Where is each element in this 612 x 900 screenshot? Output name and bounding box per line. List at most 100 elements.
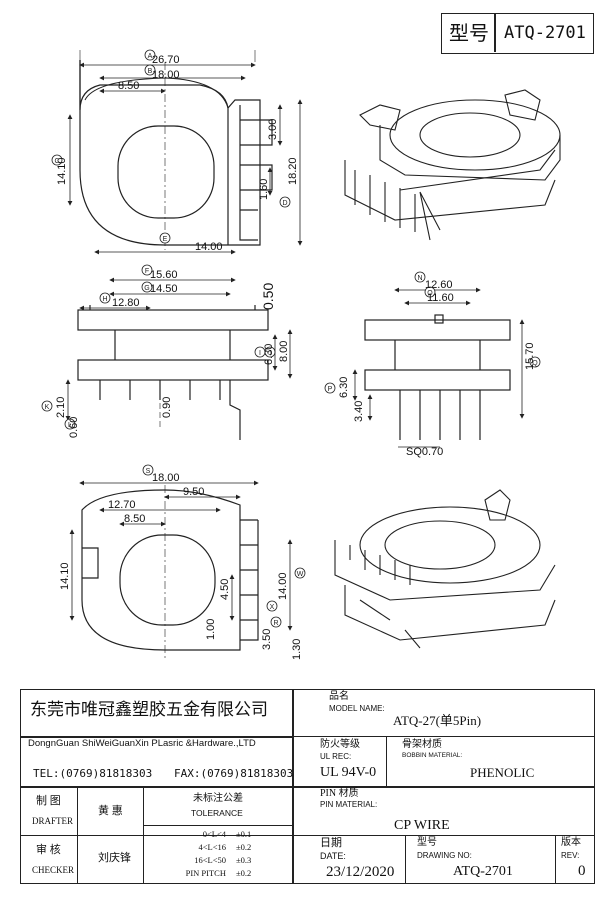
dim-b85-top: 8.50 — [118, 80, 139, 92]
company-fax: FAX:(0769)81818303 — [174, 767, 294, 780]
company-name-cn: 东莞市唯冠鑫塑胶五金有限公司 — [30, 700, 268, 719]
svg-text:L: L — [68, 422, 72, 429]
iso-view-bottom — [334, 489, 556, 649]
bottom-view — [69, 480, 293, 660]
tolerance-range: 0<L<4 — [202, 829, 226, 839]
pin-material-label-cn: PIN 材质 — [320, 788, 359, 799]
dim-d300: 3.00 — [267, 119, 279, 140]
dim-B: 18.00 — [152, 69, 180, 81]
dim-d340: 3.40 — [353, 401, 365, 422]
dim-A: 26.70 — [152, 54, 180, 66]
dim-d160: 1.60 — [258, 179, 270, 200]
svg-text:C: C — [54, 158, 59, 165]
fire-rating-label-en: UL REC: — [320, 752, 352, 761]
bobbin-material-value: PHENOLIC — [470, 765, 535, 780]
date-value: 23/12/2020 — [326, 864, 395, 880]
iso-view-top — [344, 89, 561, 241]
dim-H: 12.80 — [112, 297, 140, 309]
dim-C: 14.10 — [56, 157, 68, 185]
svg-text:J: J — [268, 350, 272, 357]
svg-text:F: F — [145, 268, 149, 275]
checker-label-en: CHECKER — [32, 865, 75, 875]
dim-d350: 3.50 — [261, 629, 273, 650]
bobbin-material-label-cn: 骨架材质 — [402, 739, 442, 750]
rev-label-en: REV: — [561, 851, 580, 860]
pin-material-label-en: PIN MATERIAL: — [320, 800, 378, 809]
dim-V: 14.10 — [59, 562, 71, 590]
company-name-en: DongnGuan ShiWeiGuanXin PLasric &Hardwar… — [28, 738, 256, 749]
drawing-no-value: ATQ-2701 — [453, 864, 513, 879]
svg-text:R: R — [273, 620, 278, 627]
model-name-label-cn: 品名 — [329, 691, 349, 702]
title-block: 东莞市唯冠鑫塑胶五金有限公司 DongnGuan ShiWeiGuanXin P… — [20, 689, 595, 884]
dim-M: 0.90 — [161, 397, 173, 418]
dim-S: 18.00 — [152, 472, 180, 484]
checker-name: 刘庆锋 — [98, 852, 131, 864]
tolerance-range: PIN PITCH — [185, 868, 226, 878]
dim-T: 12.70 — [108, 499, 136, 511]
tolerance-range: 16<L<50 — [194, 855, 226, 865]
svg-text:G: G — [144, 285, 149, 292]
date-label-cn: 日期 — [320, 837, 342, 849]
dim-d130: 1.30 — [291, 639, 303, 660]
bobbin-material-label-en: BOBBIN MATERIAL: — [402, 752, 463, 759]
dim-d450: 4.50 — [219, 579, 231, 600]
svg-text:D: D — [282, 200, 287, 207]
fire-rating-label-cn: 防火等级 — [320, 739, 360, 750]
technical-drawing: AB CD E FG H IJ KL NO PQ SW XR 26.70 18.… — [41, 49, 561, 660]
drafter-name: 黄 惠 — [98, 805, 123, 817]
dim-d050: 0.50 — [260, 283, 276, 310]
rev-value: 0 — [578, 863, 586, 879]
tolerance-label-en: TOLERANCE — [191, 808, 243, 818]
drafter-label-cn: 制 图 — [36, 795, 61, 807]
callout-markers — [41, 49, 541, 628]
dim-W: 14.00 — [277, 572, 289, 600]
drawing-no-label-en: DRAWING NO: — [417, 851, 472, 860]
dim-G: 14.50 — [150, 283, 178, 295]
checker-label-cn: 审 核 — [36, 844, 61, 856]
tolerance-table: 0<L<4 ±0.1 4<L<16 ±0.2 16<L<50 ±0.3 PIN … — [146, 828, 290, 880]
dim-L: 0.60 — [68, 417, 80, 438]
tolerance-label-cn: 未标注公差 — [193, 793, 243, 804]
svg-text:N: N — [417, 275, 422, 282]
drafter-label-en: DRAFTER — [32, 816, 74, 826]
dim-K: 2.10 — [55, 397, 67, 418]
pin-material-value: CP WIRE — [394, 818, 450, 833]
tolerance-value: ±0.2 — [236, 868, 252, 878]
dim-P: 6.30 — [338, 377, 350, 398]
tolerance-value: ±0.1 — [236, 829, 252, 839]
model-header-box: 型号 ATQ-2701 — [441, 13, 594, 54]
drawing-no-label-cn: 型号 — [417, 837, 437, 848]
svg-text:B: B — [148, 68, 153, 75]
svg-text:A: A — [148, 53, 153, 60]
model-header-value: ATQ-2701 — [504, 23, 586, 43]
dim-d100: 1.00 — [205, 619, 217, 640]
svg-text:S: S — [146, 468, 151, 475]
svg-text:W: W — [297, 571, 304, 578]
dim-b85-bottom: 8.50 — [124, 513, 145, 525]
company-tel: TEL:(0769)81818303 — [33, 767, 153, 780]
side-view — [65, 277, 293, 440]
front-view — [352, 287, 525, 448]
dim-U: 9.50 — [183, 486, 204, 498]
dim-J: 8.00 — [278, 341, 290, 362]
dim-E: 14.00 — [195, 241, 223, 253]
tolerance-range: 4<L<16 — [198, 842, 226, 852]
top-view — [67, 50, 303, 255]
model-name-label-en: MODEL NAME: — [329, 704, 385, 713]
dim-F: 15.60 — [150, 269, 178, 281]
svg-text:E: E — [163, 236, 168, 243]
tolerance-value: ±0.2 — [236, 842, 252, 852]
svg-text:O: O — [427, 290, 433, 297]
dim-sq: SQ0.70 — [406, 446, 443, 458]
dim-Q: 15.70 — [524, 342, 536, 370]
date-label-en: DATE: — [320, 851, 346, 861]
rev-label-cn: 版本 — [561, 837, 581, 848]
dim-I: 6.30 — [263, 344, 275, 365]
fire-rating-value: UL 94V-0 — [320, 765, 377, 780]
model-name-value: ATQ-27(单5Pin) — [393, 713, 482, 728]
dim-O: 11.60 — [427, 292, 454, 304]
svg-text:Q: Q — [532, 360, 538, 367]
dim-N: 12.60 — [425, 279, 453, 291]
